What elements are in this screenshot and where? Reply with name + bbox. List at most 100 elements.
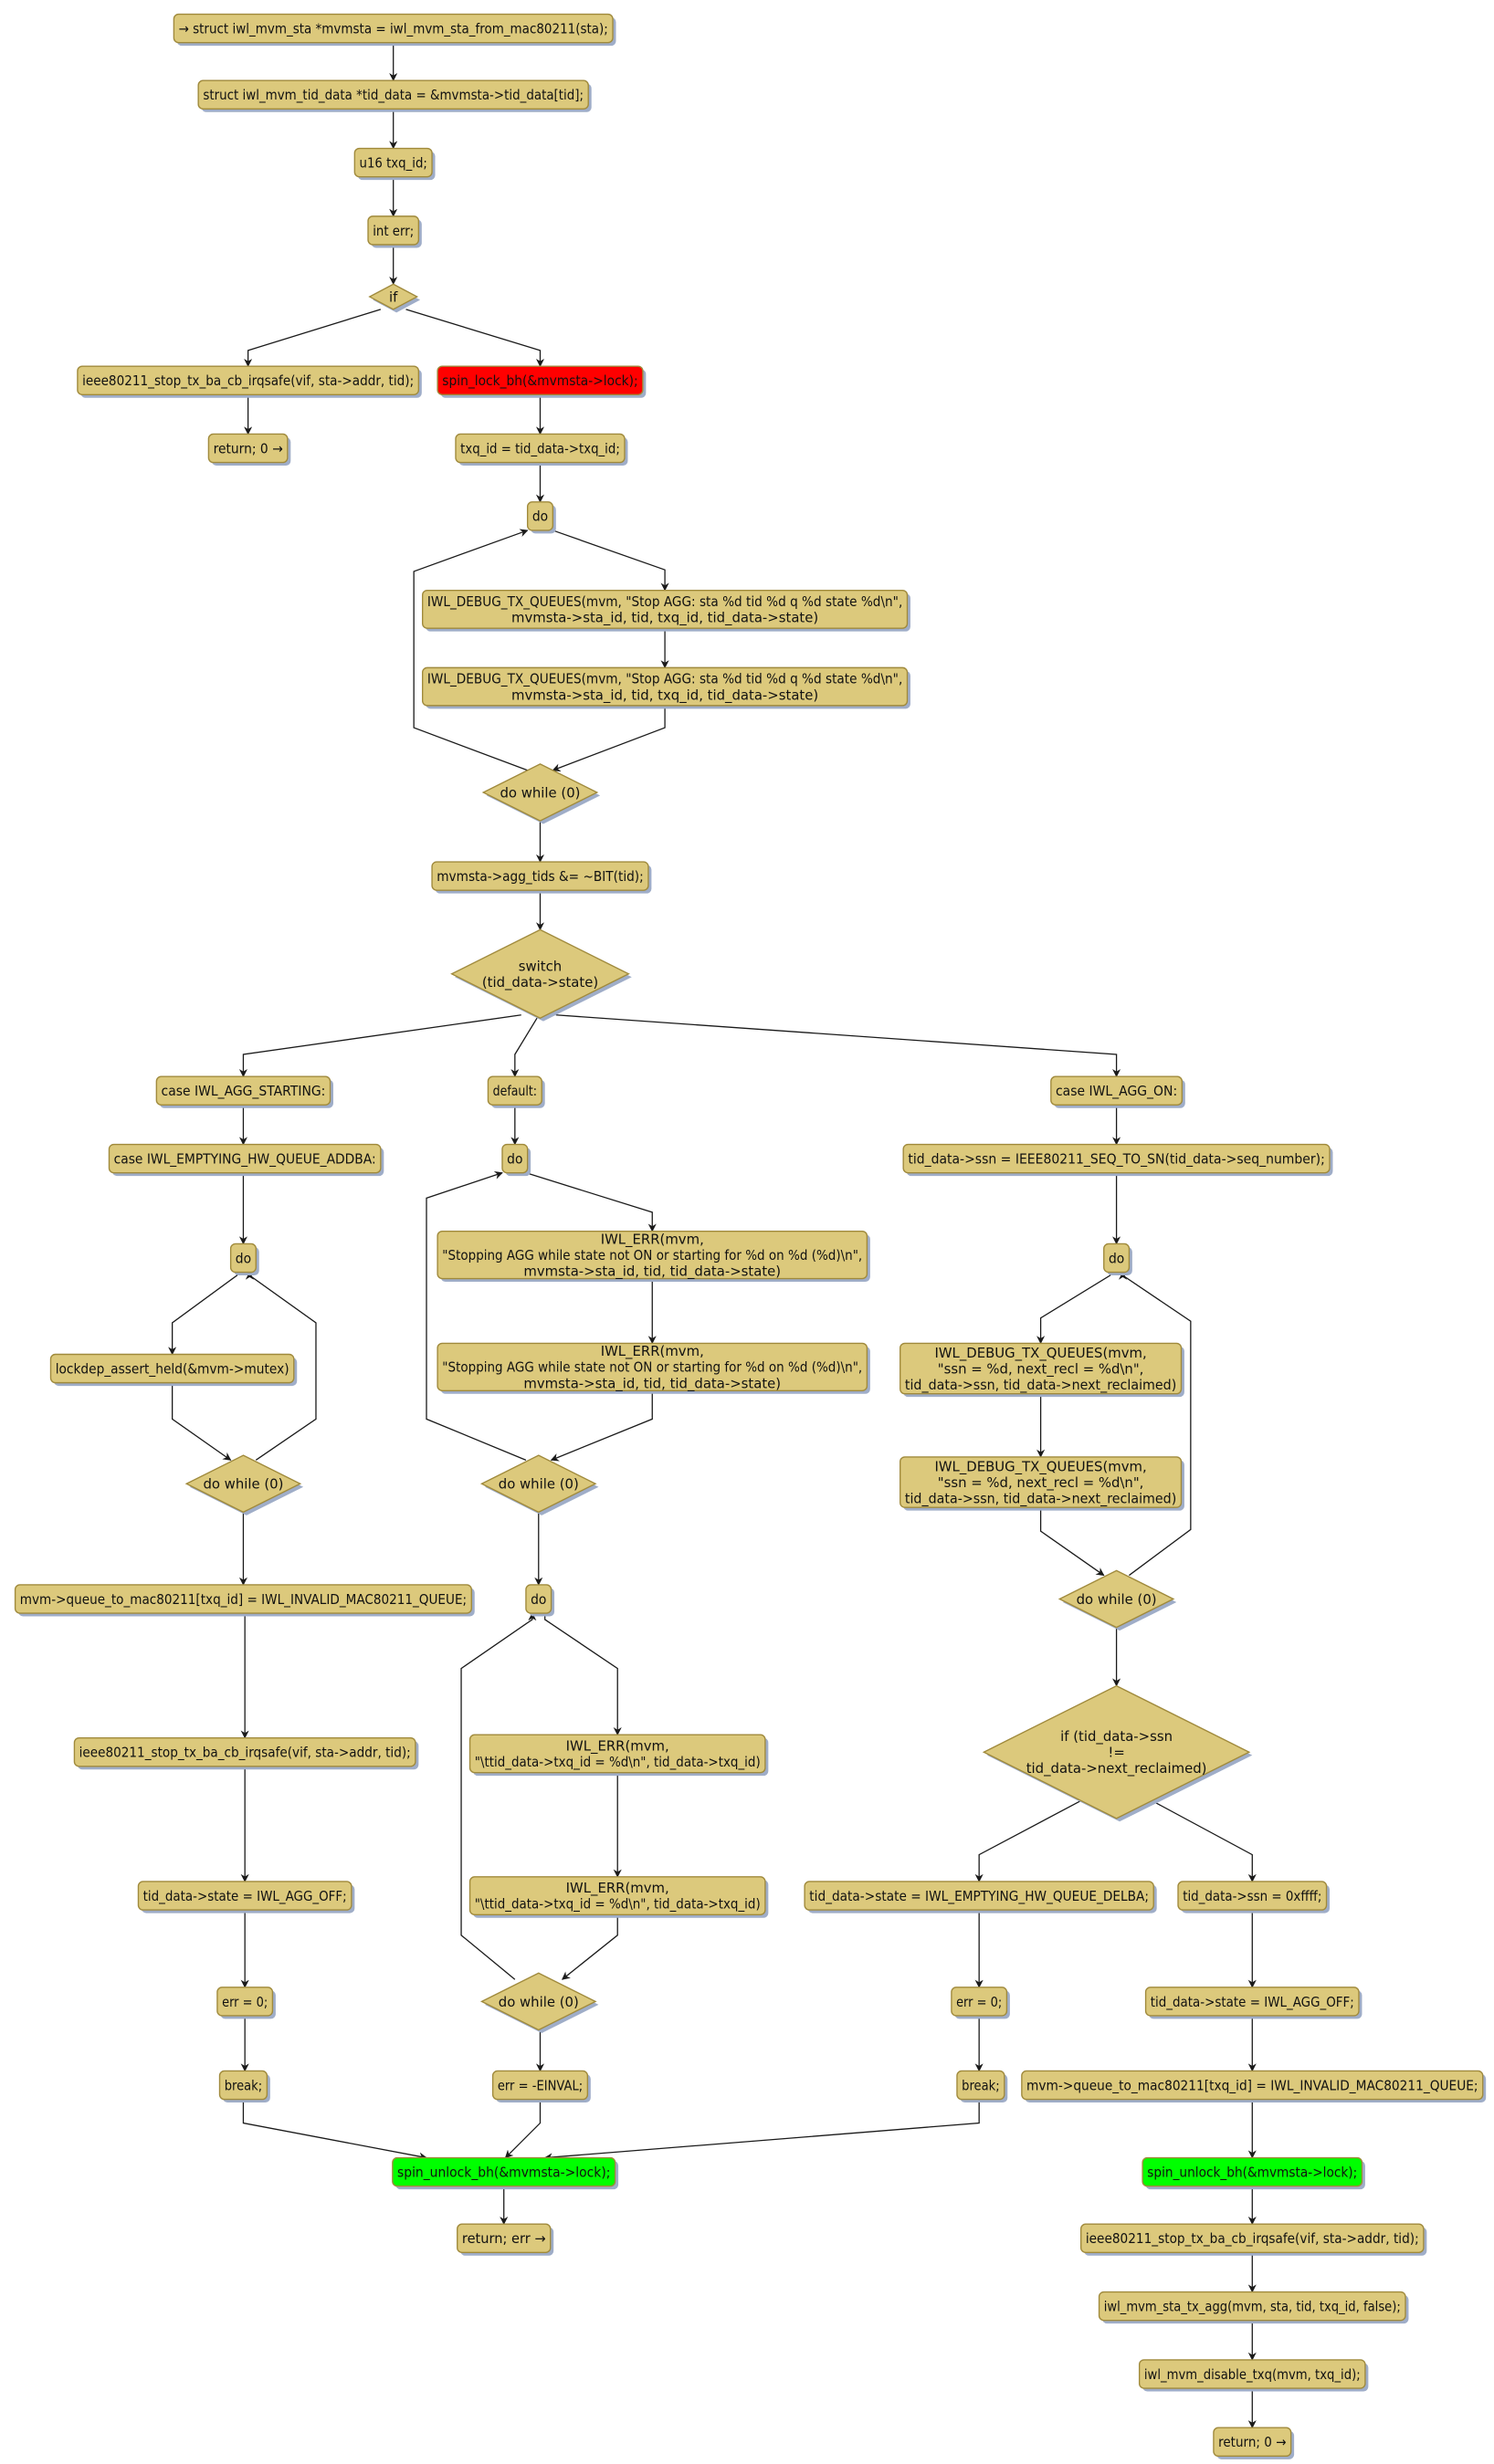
node-label: tid_data->ssn, tid_data->next_reclaimed) xyxy=(905,1491,1176,1507)
node-shape xyxy=(982,1684,1251,1819)
action-node-do1: do xyxy=(526,501,556,534)
flow-arrow xyxy=(1036,1272,1111,1345)
node-label: tid_data->ssn = 0xffff; xyxy=(1183,1888,1321,1904)
node-shape xyxy=(900,1456,1183,1508)
node-shape xyxy=(455,433,626,464)
action-node-n2: struct iwl_mvm_tid_data *tid_data = &mvm… xyxy=(197,79,592,112)
node-shape xyxy=(367,215,420,246)
action-node-doM2: do xyxy=(525,1584,555,1617)
flow-arrow xyxy=(504,2099,542,2159)
action-node-ieeeL: ieee80211_stop_tx_ba_cb_irqsafe(vif, sta… xyxy=(73,1736,419,1770)
action-node-e0L: err = 0; xyxy=(216,1987,276,2019)
action-node-dbgR1: IWL_DEBUG_TX_QUEUES(mvm,"ssn = %d, next_… xyxy=(900,1342,1184,1398)
node-shape xyxy=(77,365,420,395)
action-node-doL: do xyxy=(229,1242,259,1276)
action-node-cs2: case IWL_EMPTYING_HW_QUEUE_ADDBA: xyxy=(108,1143,384,1177)
node-shape xyxy=(1057,1569,1175,1629)
node-label: "ssn = %d, next_recl = %d\n", xyxy=(938,1360,1144,1377)
node-shape xyxy=(184,1454,302,1514)
node-shape xyxy=(1138,2359,1366,2389)
node-label: case IWL_AGG_ON: xyxy=(1056,1083,1177,1099)
node-label: break; xyxy=(225,2077,262,2093)
node-label: mvmsta->sta_id, tid, txq_id, tid_data->s… xyxy=(511,687,818,703)
decision-node-dw1: do while (0) xyxy=(481,763,601,824)
node-shape xyxy=(1021,2070,1484,2101)
node-shape xyxy=(14,1584,472,1614)
node-label: do xyxy=(236,1250,251,1266)
node-shape xyxy=(197,79,589,110)
decision-node-ifR: if (tid_data->ssn!=tid_data->next_reclai… xyxy=(982,1684,1253,1822)
node-label: "\ttid_data->txq_id = %d\n", tid_data->t… xyxy=(475,1754,761,1770)
node-label: IWL_ERR(mvm, xyxy=(566,1737,669,1754)
node-label: spin_unlock_bh(&mvmsta->lock); xyxy=(1147,2164,1357,2180)
action-node-delba: tid_data->state = IWL_EMPTYING_HW_QUEUE_… xyxy=(804,1881,1157,1914)
flow-arrow xyxy=(171,1382,232,1461)
action-node-cs1: case IWL_AGG_STARTING: xyxy=(155,1075,333,1108)
node-label: return; 0 → xyxy=(1218,2434,1286,2450)
node-label: err = 0; xyxy=(956,1994,1002,2010)
node-label: tid_data->ssn, tid_data->next_reclaimed) xyxy=(905,1377,1176,1393)
node-label: do xyxy=(1109,1250,1124,1266)
node-label: default: xyxy=(493,1083,537,1099)
node-label: return; 0 → xyxy=(214,440,283,456)
flow-arrow xyxy=(426,1170,527,1461)
node-shape xyxy=(956,2070,1005,2101)
node-label: IWL_ERR(mvm, xyxy=(566,1880,669,1896)
node-label: mvmsta->sta_id, tid, txq_id, tid_data->s… xyxy=(511,610,818,626)
action-node-brR: break; xyxy=(956,2070,1008,2103)
node-label: IWL_DEBUG_TX_QUEUES(mvm, xyxy=(934,1345,1146,1361)
action-node-cdef: default: xyxy=(487,1075,545,1108)
action-node-doR: do xyxy=(1103,1242,1132,1276)
decision-node-sw: switch(tid_data->state) xyxy=(450,928,632,1022)
node-shape xyxy=(479,1454,597,1514)
action-node-err1: IWL_ERR(mvm,"Stopping AGG while state no… xyxy=(437,1230,870,1282)
action-node-dbg1: IWL_DEBUG_TX_QUEUES(mvm, "Stop AGG: sta … xyxy=(421,589,910,632)
node-label: u16 txq_id; xyxy=(360,154,427,171)
action-node-unL: spin_unlock_bh(&mvmsta->lock); xyxy=(392,2156,619,2190)
node-shape xyxy=(173,13,614,44)
action-node-n1: → struct iwl_mvm_sta *mvmsta = iwl_mvm_s… xyxy=(173,13,616,47)
action-node-con: case IWL_AGG_ON: xyxy=(1050,1075,1185,1108)
node-shape xyxy=(207,433,289,464)
node-shape xyxy=(155,1075,331,1106)
decision-node-dwM: do while (0) xyxy=(479,1454,599,1515)
node-label: spin_unlock_bh(&mvmsta->lock); xyxy=(397,2164,610,2180)
node-label: case IWL_AGG_STARTING: xyxy=(162,1083,326,1099)
node-label: do while (0) xyxy=(203,1476,283,1493)
node-shape xyxy=(487,1075,542,1106)
node-shape xyxy=(49,1353,295,1384)
node-shape xyxy=(468,1876,766,1915)
flow-arrow xyxy=(544,1613,622,1736)
node-shape xyxy=(450,928,630,1019)
node-shape xyxy=(1079,2223,1425,2254)
node-label: IWL_DEBUG_TX_QUEUES(mvm, "Stop AGG: sta … xyxy=(427,671,902,687)
action-node-n8: txq_id = tid_data->txq_id; xyxy=(455,433,628,467)
nodes-layer: → struct iwl_mvm_sta *mvmsta = iwl_mvm_s… xyxy=(14,13,1487,2459)
node-shape xyxy=(108,1143,382,1174)
node-shape xyxy=(491,2070,589,2101)
action-node-distxq: iwl_mvm_disable_txq(mvm, txq_id); xyxy=(1138,2359,1369,2392)
decision-node-dwL: do while (0) xyxy=(184,1454,304,1515)
node-label: do while (0) xyxy=(499,1476,579,1493)
node-label: IWL_DEBUG_TX_QUEUES(mvm, xyxy=(934,1458,1146,1474)
node-label: tid_data->ssn = IEEE80211_SEQ_TO_SN(tid_… xyxy=(908,1150,1324,1167)
node-shape xyxy=(353,147,433,178)
node-shape xyxy=(421,666,909,707)
node-shape xyxy=(902,1143,1331,1174)
node-label: return; err → xyxy=(462,2230,546,2247)
node-shape xyxy=(900,1342,1183,1395)
flow-arrow xyxy=(550,1390,653,1462)
flow-arrow xyxy=(168,1272,238,1356)
flow-arrow xyxy=(552,529,669,592)
node-shape xyxy=(1050,1075,1184,1106)
node-label: break; xyxy=(962,2077,999,2093)
action-node-n7: return; 0 → xyxy=(207,433,291,467)
flow-arrow xyxy=(1118,1271,1192,1577)
action-node-err3: IWL_ERR(mvm,"\ttid_data->txq_id = %d\n",… xyxy=(468,1734,769,1777)
node-label: tid_data->next_reclaimed) xyxy=(1026,1760,1207,1777)
flow-arrow xyxy=(460,1612,537,1980)
action-node-doM: do xyxy=(501,1143,531,1177)
action-node-ieeeR: ieee80211_stop_tx_ba_cb_irqsafe(vif, sta… xyxy=(1079,2223,1427,2256)
node-shape xyxy=(481,763,599,822)
